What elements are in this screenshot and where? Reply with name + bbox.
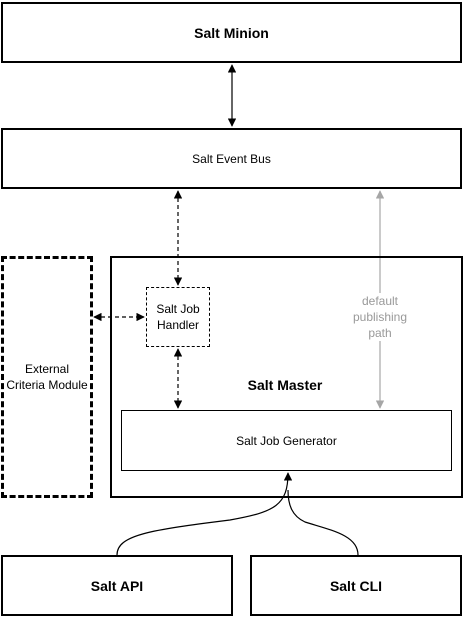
external-criteria-module-box: External Criteria Module xyxy=(1,256,93,498)
salt-master-label: Salt Master xyxy=(247,377,323,393)
salt-job-handler-line1: Salt Job xyxy=(156,302,200,316)
salt-job-generator-label: Salt Job Generator xyxy=(236,433,337,448)
salt-minion-box: Salt Minion xyxy=(1,2,462,63)
default-publishing-path-line2: publishing xyxy=(352,310,408,324)
salt-master-box xyxy=(110,256,463,498)
salt-api-label: Salt API xyxy=(90,577,144,594)
external-criteria-module-line1: External xyxy=(24,362,70,376)
salt-job-handler-line2: Handler xyxy=(156,318,200,332)
default-publishing-path-line1: default xyxy=(361,294,399,308)
salt-cli-label: Salt CLI xyxy=(329,577,383,594)
salt-job-handler-box: Salt Job Handler xyxy=(146,287,210,347)
external-criteria-module-line2: Criteria Module xyxy=(6,378,88,392)
salt-cli-box: Salt CLI xyxy=(250,555,462,616)
cli-generator-connector xyxy=(287,489,359,556)
salt-minion-label: Salt Minion xyxy=(194,24,269,41)
default-publishing-path-label: default publishing path xyxy=(350,293,410,341)
salt-job-generator-box: Salt Job Generator xyxy=(121,410,452,471)
default-publishing-path-line3: path xyxy=(368,326,392,340)
salt-api-box: Salt API xyxy=(1,555,233,616)
salt-event-bus-box: Salt Event Bus xyxy=(1,128,462,189)
salt-event-bus-label: Salt Event Bus xyxy=(192,151,271,166)
